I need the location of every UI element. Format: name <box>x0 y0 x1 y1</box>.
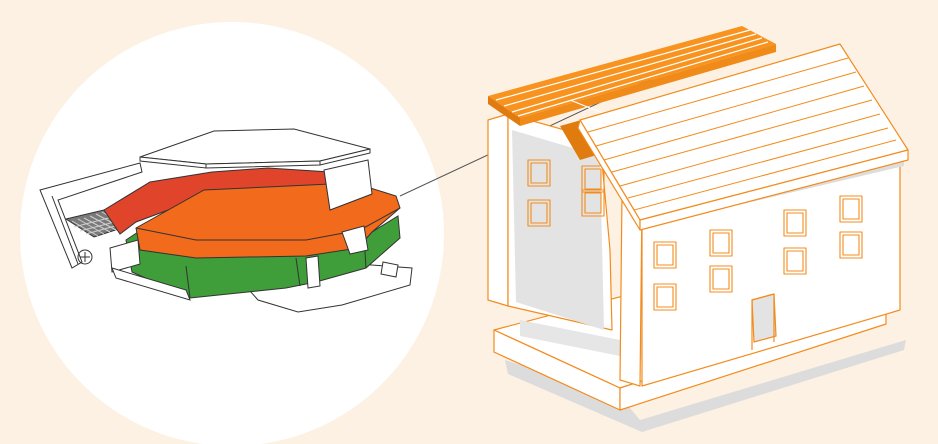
detail-callout <box>20 22 444 444</box>
back-wall-shadow <box>512 130 604 330</box>
